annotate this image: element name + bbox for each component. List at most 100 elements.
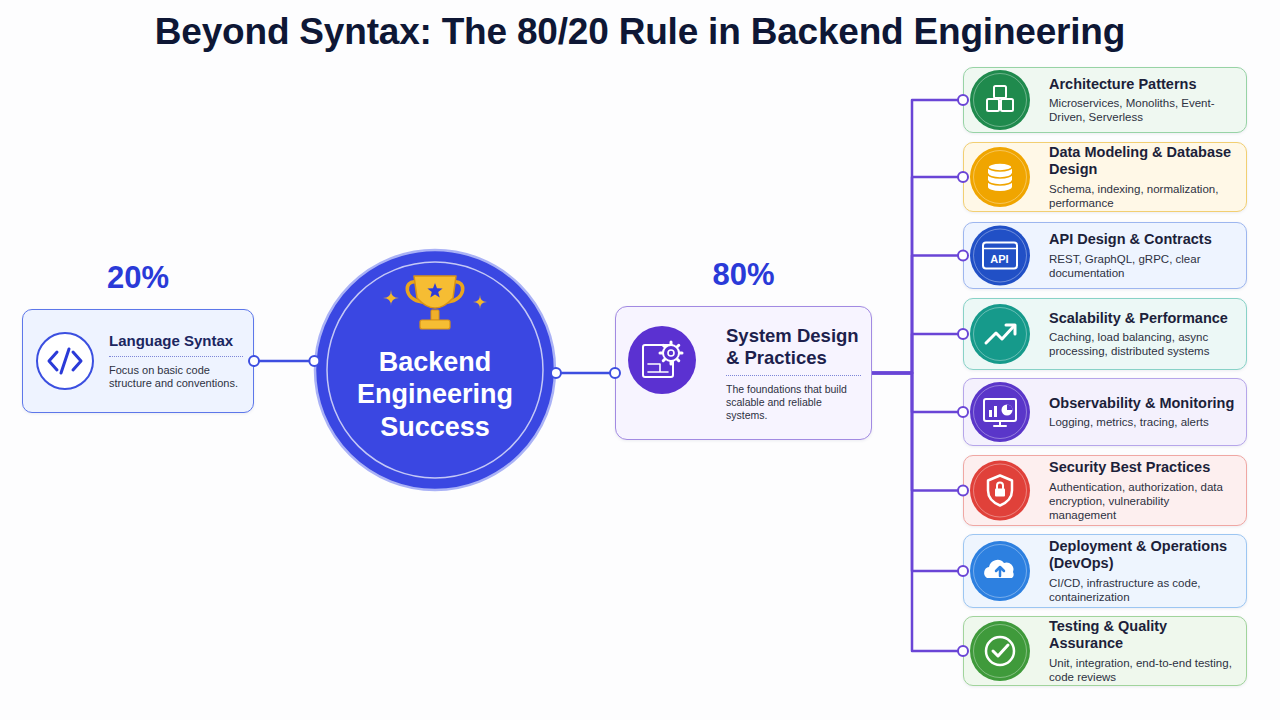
topic-card: Architecture PatternsMicroservices, Mono… <box>963 67 1247 133</box>
node-shape <box>22 309 254 413</box>
connector <box>872 373 963 571</box>
icon-stroke <box>983 247 1017 249</box>
node-body: Microservices, Monoliths, Event-Driven, … <box>1049 96 1238 124</box>
icon-stroke <box>73 352 81 370</box>
connector <box>254 360 314 363</box>
icon <box>970 621 1030 681</box>
percent-label: 20% <box>23 260 253 296</box>
icon-circle <box>628 326 696 394</box>
node-heading: API Design & Contracts <box>1049 231 1238 248</box>
icon-stroke <box>996 567 1004 576</box>
topic-card: APIAPI Design & ContractsREST, GraphQL, … <box>963 222 1247 289</box>
icon-stroke <box>383 290 399 306</box>
icon-circle <box>973 624 1026 677</box>
icon-circle <box>986 637 1014 665</box>
icon-circle <box>973 385 1026 438</box>
node-body: REST, GraphQL, gRPC, clear documentation <box>1049 252 1238 280</box>
icon-circle <box>988 163 1012 171</box>
icon-rect <box>1001 99 1013 111</box>
topic-card: Data Modeling & Database DesignSchema, i… <box>963 142 1247 212</box>
icon-circle <box>970 382 1030 442</box>
topic-card: Deployment & Operations (DevOps)CI/CD, i… <box>963 534 1247 608</box>
icon-stroke <box>49 352 57 370</box>
node-heading: Security Best Practices <box>1049 459 1238 476</box>
icon-rect <box>987 99 999 111</box>
icon-circle <box>668 350 674 356</box>
icon-circle <box>970 70 1030 130</box>
connector <box>872 373 963 491</box>
connector <box>872 373 963 412</box>
connector <box>872 177 963 373</box>
icon-rect <box>989 410 992 417</box>
icon-circle <box>1001 404 1012 415</box>
icon-circle <box>327 262 543 478</box>
icon-circle <box>970 147 1030 207</box>
icon-circle <box>973 73 1026 126</box>
node-body: CI/CD, infrastructure as code, container… <box>1049 576 1238 604</box>
connector <box>872 256 963 374</box>
syntax-box: 20%Language SyntaxFocus on basic code st… <box>22 309 254 413</box>
node-body: Unit, integration, end-to-end testing, c… <box>1049 656 1238 684</box>
icon-rect <box>984 399 1016 421</box>
icon-circle <box>315 250 555 490</box>
icon-stroke <box>1007 404 1013 410</box>
node-heading: Architecture Patterns <box>1049 76 1238 93</box>
icon-rect <box>994 406 997 417</box>
icon <box>970 70 1030 130</box>
icon-stroke <box>988 475 1012 505</box>
icon-stroke <box>414 276 456 308</box>
diagram-title: Beyond Syntax: The 80/20 Rule in Backend… <box>0 10 1280 54</box>
icon-stroke <box>648 364 668 372</box>
icon-stroke <box>988 174 1012 178</box>
icon-stroke <box>427 283 442 297</box>
node-body: Logging, metrics, tracing, alerts <box>1049 415 1238 429</box>
topic-card: Testing & Quality AssuranceUnit, integra… <box>963 616 1247 686</box>
node-heading: Language Syntax <box>109 332 243 357</box>
percent-label: 80% <box>616 257 871 293</box>
icon-stroke <box>994 421 1006 426</box>
icon-circle <box>37 333 93 389</box>
icon-circle <box>663 345 679 361</box>
connector <box>872 373 963 651</box>
icon-stroke <box>997 482 1003 488</box>
icon <box>970 147 1030 207</box>
node-body: Authentication, authorization, data encr… <box>1049 480 1238 522</box>
node-shape <box>963 378 1247 446</box>
icon <box>970 460 1030 520</box>
topic-card: Security Best PracticesAuthentication, a… <box>963 455 1247 526</box>
node-heading: Observability & Monitoring <box>1049 395 1238 412</box>
icon-stroke <box>1006 325 1015 334</box>
icon-stroke <box>61 349 69 373</box>
system-design-box: 80%System Design & PracticesThe foundati… <box>615 306 872 440</box>
icon <box>970 304 1030 364</box>
success-circle: Backend Engineering Success <box>313 248 557 492</box>
icon-circle <box>973 229 1026 282</box>
node-heading: Data Modeling & Database Design <box>1049 144 1238 179</box>
connector <box>872 334 963 373</box>
icon-circle <box>973 464 1026 517</box>
icon <box>970 541 1030 601</box>
icon-circle <box>970 541 1030 601</box>
icon-stroke <box>993 645 1008 656</box>
node-body: The foundations that build scalable and … <box>726 383 861 421</box>
topic-card: Observability & MonitoringLogging, metri… <box>963 378 1247 446</box>
icon-rect <box>995 488 1005 496</box>
icon-rect <box>994 86 1006 98</box>
icon <box>628 326 696 394</box>
icon <box>315 250 555 490</box>
node-label: Backend Engineering Success <box>339 346 531 443</box>
node-heading: System Design & Practices <box>726 325 861 376</box>
icon <box>970 225 1030 285</box>
icon-circle <box>973 544 1026 597</box>
icon-circle <box>970 621 1030 681</box>
node-body: Focus on basic code structure and conven… <box>109 364 243 391</box>
node-heading: Testing & Quality Assurance <box>1049 618 1238 653</box>
connector <box>556 372 615 375</box>
icon-rect <box>431 310 439 320</box>
icon <box>37 333 93 389</box>
topic-card: Scalability & PerformanceCaching, load b… <box>963 298 1247 370</box>
node-heading: Scalability & Performance <box>1049 310 1238 327</box>
node-body: Caching, load balancing, async processin… <box>1049 330 1238 358</box>
icon-circle <box>970 460 1030 520</box>
